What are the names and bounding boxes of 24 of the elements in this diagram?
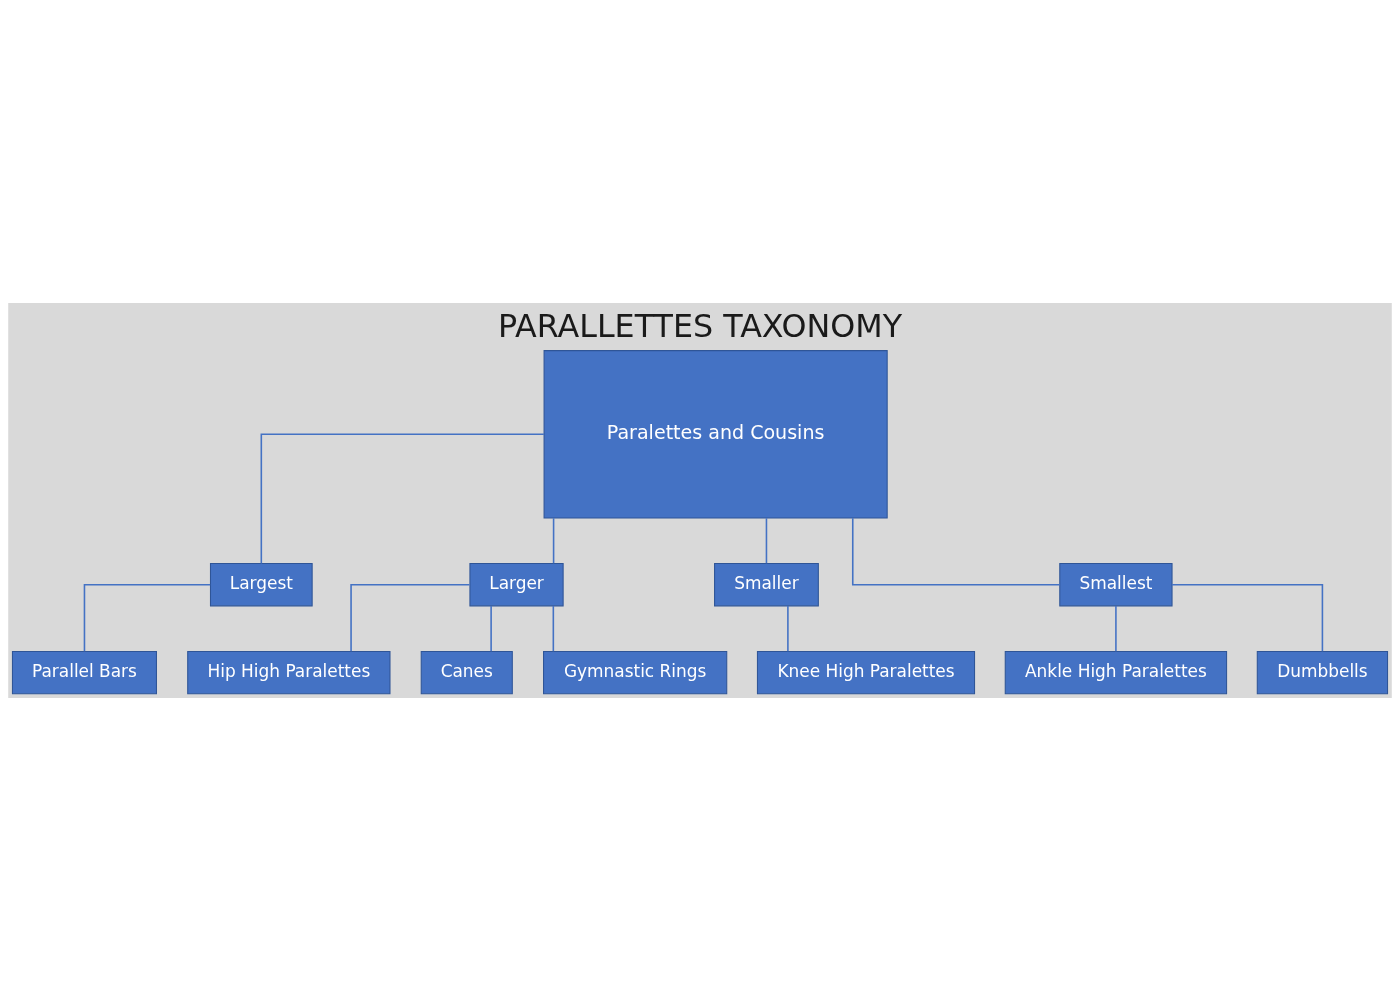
- node-box: Smallest: [1059, 562, 1173, 606]
- connector: [1115, 604, 1117, 652]
- connector: [552, 517, 555, 564]
- node-box: Gymnastic Rings: [543, 650, 728, 694]
- node-box: Canes: [420, 650, 513, 694]
- node-box: Ankle High Paralettes: [1004, 650, 1228, 694]
- node-box: Dumbbells: [1256, 650, 1389, 694]
- node-box: Largest: [209, 562, 313, 606]
- node-box: Paralettes and Cousins: [543, 349, 888, 518]
- connector: [787, 604, 789, 652]
- connector: [83, 583, 211, 652]
- node-box: Smaller: [714, 562, 819, 606]
- connector: [260, 433, 545, 564]
- connector: [851, 517, 1061, 585]
- node-box: Knee High Paralettes: [756, 650, 976, 694]
- node-box: Larger: [469, 562, 564, 606]
- diagram-title: PARALLETTES TAXONOMY: [497, 307, 903, 344]
- connector: [490, 604, 492, 652]
- node-box: Parallel Bars: [11, 650, 157, 694]
- connector: [350, 583, 471, 652]
- connector: [765, 517, 768, 564]
- connector: [1171, 583, 1324, 652]
- node-box: Hip High Paralettes: [187, 650, 391, 694]
- connector: [552, 604, 555, 652]
